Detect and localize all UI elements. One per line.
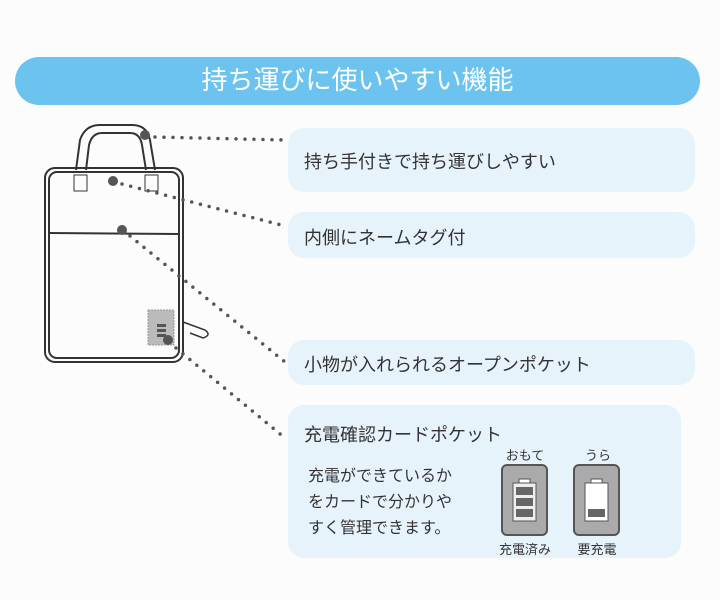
leader-lines	[120, 135, 287, 440]
battery-full-icon	[501, 464, 548, 536]
feature-label: 持ち手付きで持ち運びしやすい	[304, 152, 556, 173]
back-label: うら	[584, 449, 611, 464]
feature-open-pocket: 小物が入れられるオープンポケット	[288, 340, 695, 385]
feature-charge-card-pocket: 充電確認カードポケット 充電ができているか をカードで分かりや すく管理できます…	[288, 405, 681, 558]
feature-name-tag: 内側にネームタグ付	[288, 212, 695, 258]
desc-line: をカードで分かりや	[308, 492, 453, 511]
callout-dots	[108, 130, 173, 345]
battery-low-icon	[573, 464, 620, 536]
feature-description: 充電ができているか をカードで分かりや すく管理できます。	[308, 463, 452, 541]
back-caption: 要充電	[577, 543, 617, 558]
feature-label: 小物が入れられるオープンポケット	[304, 355, 591, 376]
feature-label: 内側にネームタグ付	[304, 228, 466, 249]
section-header: 持ち運びに使いやすい機能	[15, 57, 700, 105]
front-caption: 充電済み	[498, 543, 551, 558]
desc-line: 充電ができているか	[308, 466, 453, 485]
desc-line: すく管理できます。	[308, 518, 451, 537]
front-label: おもて	[505, 449, 545, 464]
feature-label: 充電確認カードポケット	[304, 425, 502, 446]
feature-handle: 持ち手付きで持ち運びしやすい	[288, 128, 695, 192]
card-illustrations	[501, 464, 620, 536]
